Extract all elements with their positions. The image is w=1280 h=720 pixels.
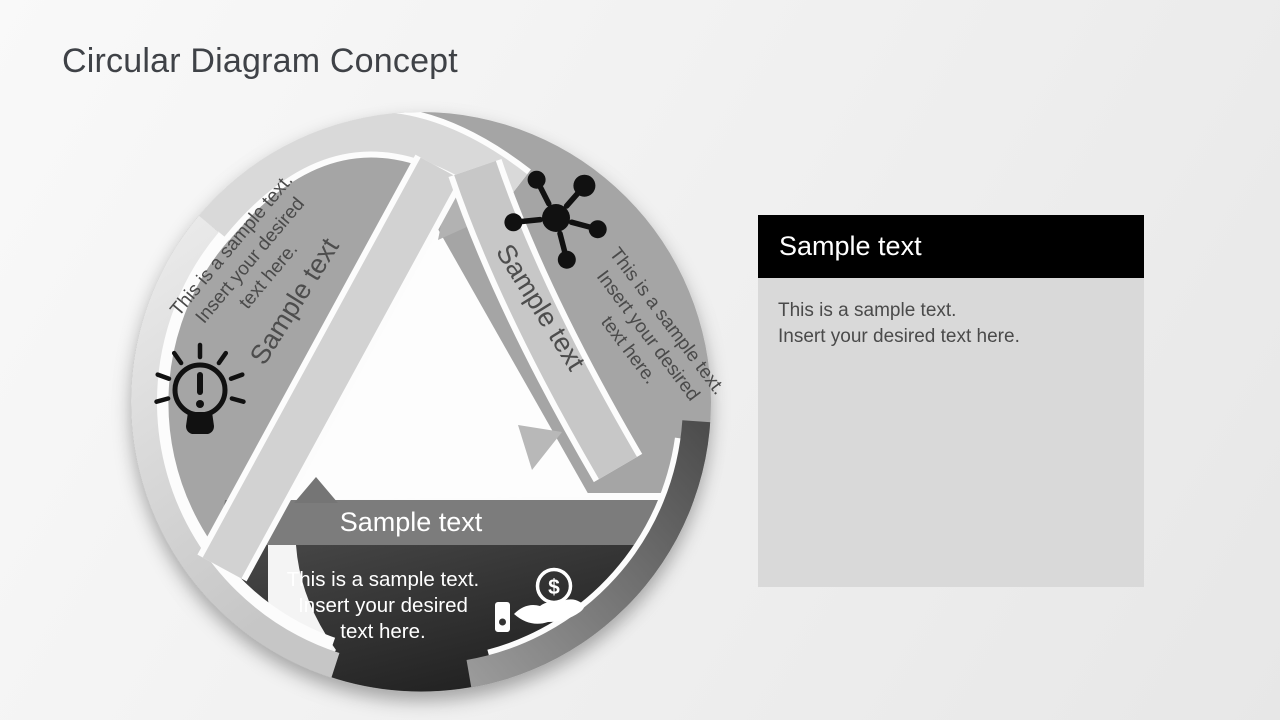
right-rim-crescent xyxy=(466,420,711,690)
coin-hand-icon: $ xyxy=(495,567,584,632)
panel-body-line: This is a sample text. xyxy=(778,300,957,321)
band-label-bottom: Sample text xyxy=(340,507,483,537)
right-band-barb xyxy=(518,425,562,470)
svg-text:Insert your desired: Insert your desired xyxy=(298,594,468,617)
center-wedge xyxy=(282,222,590,500)
left-rim-gap xyxy=(154,214,336,652)
panel-body-line: Insert your desired text here. xyxy=(778,326,1020,347)
dollar-sign: $ xyxy=(548,576,560,599)
svg-text:This is a sample text.: This is a sample text. xyxy=(287,568,480,591)
lightbulb-alert-icon xyxy=(154,342,246,434)
band-bottom xyxy=(218,500,700,545)
description-panel: Sample text This is a sample text. Inser… xyxy=(758,215,1144,587)
right-rim-gap xyxy=(487,437,686,661)
svg-text:text here.: text here. xyxy=(340,620,425,643)
panel-header: Sample text xyxy=(758,215,1144,278)
band-right xyxy=(454,160,638,480)
band-left xyxy=(202,157,460,579)
panel-title: Sample text xyxy=(779,231,922,261)
panel-body: This is a sample text. Insert your desir… xyxy=(758,278,1144,587)
left-rim-crescent xyxy=(131,215,340,678)
bottom-band-barb xyxy=(294,477,338,503)
network-hub-icon xyxy=(504,170,607,269)
slide-title: Circular Diagram Concept xyxy=(62,42,458,80)
top-swoosh-band xyxy=(193,112,528,237)
segment-bottom-text: This is a sample text. Insert your desir… xyxy=(287,568,480,643)
